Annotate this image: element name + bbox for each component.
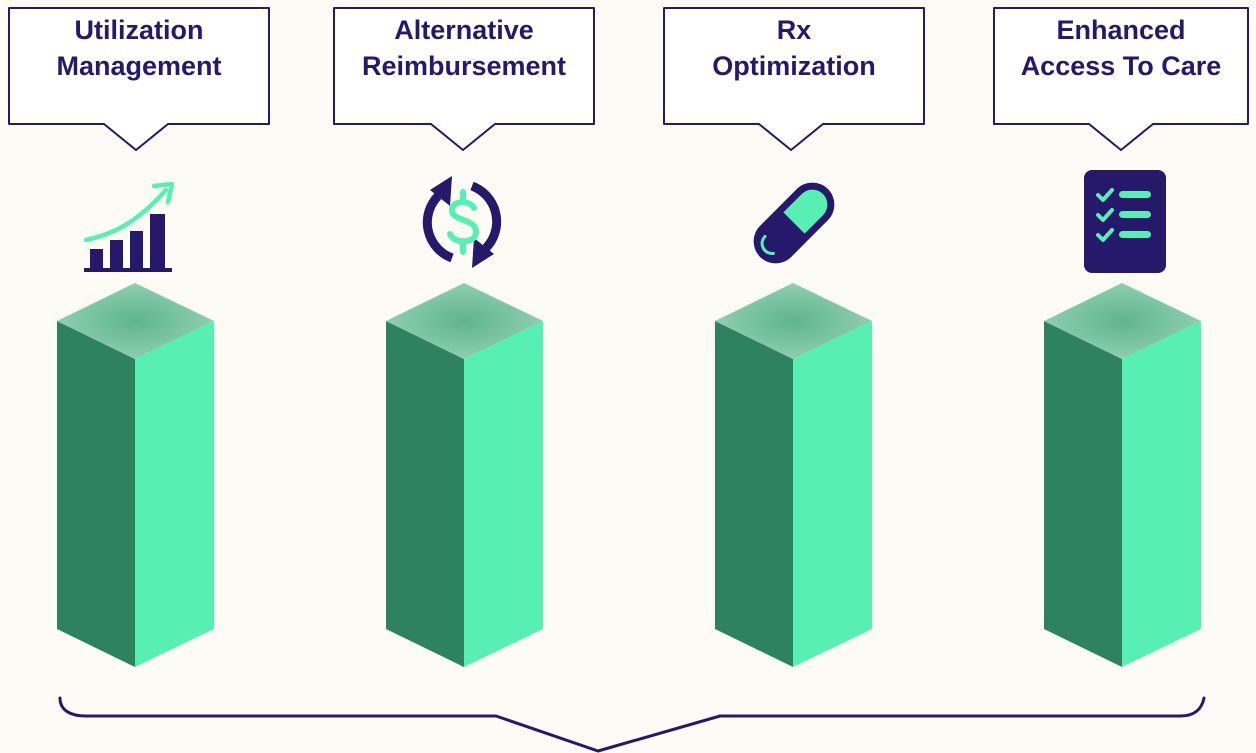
callout-label-line2: Management	[56, 51, 222, 81]
callout-frame	[333, 7, 595, 151]
pillar-left-face	[715, 321, 793, 667]
callout-label-line2: Access To Care	[1020, 51, 1222, 81]
callout-alternative-reimbursement: Alternative Reimbursement	[333, 7, 595, 151]
pillar-right-face	[464, 321, 543, 667]
callout-utilization-management: Utilization Management	[8, 7, 270, 151]
callout-label-line2: Reimbursement	[361, 51, 567, 81]
pill-capsule-icon	[753, 182, 835, 264]
pillar-2	[386, 283, 543, 667]
callout-label: Rx Optimization	[712, 12, 876, 84]
callout-label-line1: Rx	[776, 15, 812, 45]
dollar-cycle-icon	[422, 176, 502, 268]
callout-label: Utilization Management	[56, 12, 221, 84]
checklist-icon	[1084, 170, 1166, 273]
callout-frame	[8, 7, 270, 151]
pillar-left-face	[1044, 321, 1122, 667]
pillar-1	[57, 283, 214, 667]
pillar-3	[715, 283, 872, 667]
callout-label-line1: Alternative	[394, 15, 534, 45]
callout-enhanced-access-to-care: Enhanced Access To Care	[993, 7, 1249, 151]
callout-label: Alternative Reimbursement	[362, 12, 566, 84]
pillar-top-face	[386, 283, 543, 359]
pillar-right-face	[793, 321, 872, 667]
pillar-4	[1044, 283, 1201, 667]
callout-rx-optimization: Rx Optimization	[663, 7, 925, 151]
pillar-right-face	[135, 321, 214, 667]
callout-label-line2: Optimization	[712, 51, 876, 81]
callout-frame	[993, 7, 1249, 151]
pillar-left-face	[386, 321, 464, 667]
bottom-brace	[58, 696, 1206, 753]
growth-chart-icon	[83, 181, 175, 272]
callout-label: Enhanced Access To Care	[1021, 12, 1222, 84]
callout-label-line1: Enhanced	[1056, 15, 1186, 45]
callout-label-line1: Utilization	[74, 15, 204, 45]
pillar-top-face	[57, 283, 214, 359]
pillar-top-face	[1044, 283, 1201, 359]
callout-frame	[663, 7, 925, 151]
pillar-left-face	[57, 321, 135, 667]
pillar-right-face	[1122, 321, 1201, 667]
pillar-top-face	[715, 283, 872, 359]
